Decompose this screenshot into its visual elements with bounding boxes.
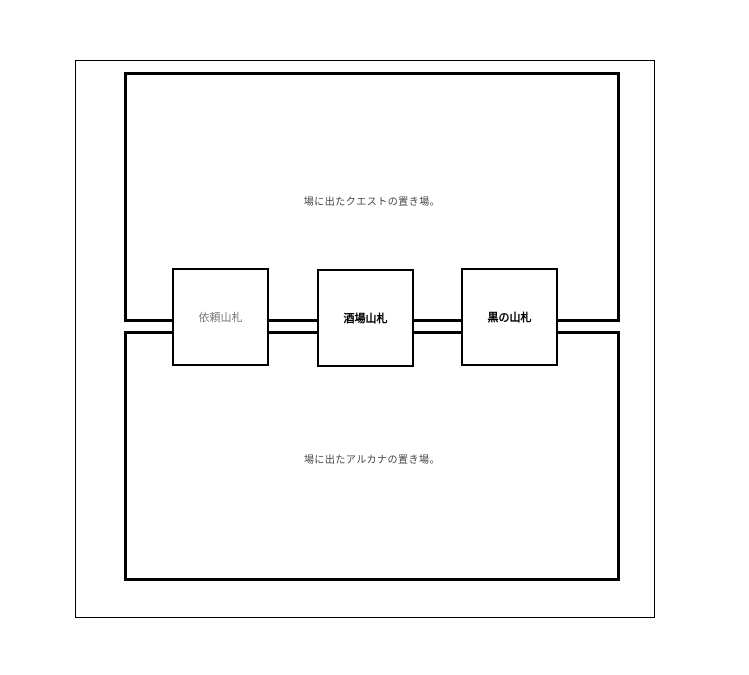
tavern-deck: 酒場山札 [317,269,414,367]
arcana-area: 場に出たアルカナの置き場。 [124,331,620,581]
tavern-deck-label: 酒場山札 [343,312,388,325]
quest-area-label: 場に出たクエストの置き場。 [303,197,441,208]
black-deck: 黒の山札 [461,268,558,366]
outer-frame [75,60,655,618]
request-deck: 依頼山札 [172,268,269,366]
black-deck-label: 黒の山札 [487,311,532,324]
arcana-area-label: 場に出たアルカナの置き場。 [303,455,441,466]
request-deck-label: 依頼山札 [198,311,243,324]
